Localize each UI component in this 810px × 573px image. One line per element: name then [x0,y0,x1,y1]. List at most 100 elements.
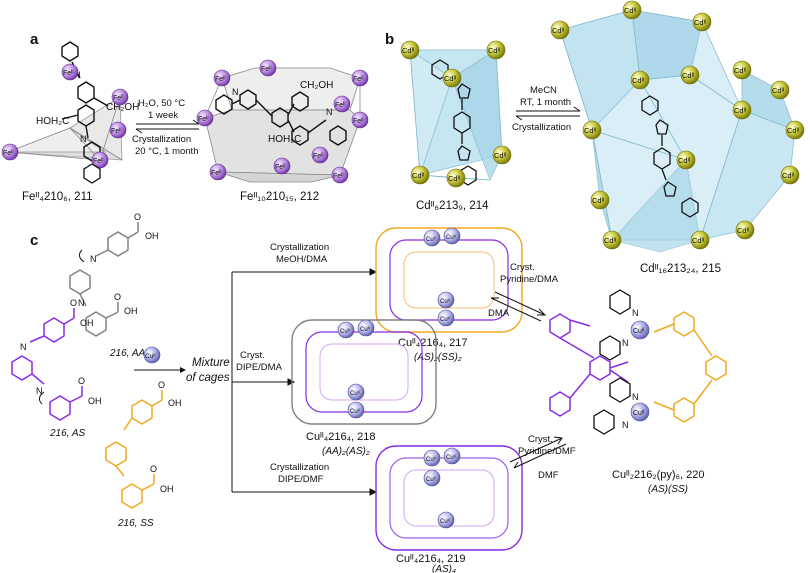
fe-atom [273,157,291,175]
n-atom-label: N [632,308,639,318]
cage-218-label: Cuᴵᴵ₄216₄, 218 [306,431,376,443]
cd-nodes: Cdᴵᴵ Cdᴵᴵ Cdᴵᴵ Cdᴵᴵ Cdᴵᴵ Cdᴵᴵ [400,40,512,188]
cd-atom [780,165,800,185]
condition-text: H₂O, 50 °C [138,98,185,109]
cd-atom [446,168,466,188]
oh-label: OH [160,484,174,494]
route-condition: Cryst. [240,350,265,361]
cage-face [217,171,341,183]
fe-atom [91,151,109,169]
hoh2c-label: HOH₂C [268,134,301,145]
cage-219-sub: (AS)₄ [432,564,456,573]
fe-atom [209,163,227,181]
cu-label: Cuᴵᴵ [350,390,360,397]
cage-217: Cuᴵᴵ Cuᴵᴵ Cuᴵᴵ Cuᴵᴵ [375,227,523,333]
cd-atom [622,0,642,20]
cd-atom [442,68,462,88]
ligand-as-label: 216, AS [49,428,86,439]
oh-label: OH [145,231,159,241]
mixture-text: Mixture [192,357,230,369]
cu-atom [347,401,365,419]
cd-atom [680,65,700,85]
cu-atom [357,319,375,337]
equilibrium-arrows-a: H₂O, 50 °C 1 week Crystallization 20 °C,… [132,98,200,157]
fe-label: Feᴵᴵ [313,153,324,160]
condition-text: 20 °C, 1 month [135,146,198,157]
fe10-cage: CH₂OH HOH₂C N N Feᴵᴵ Feᴵᴵ Feᴵᴵ Feᴵᴵ Feᴵᴵ… [196,59,369,184]
panel-a: a N N CH₂OH HOH₂C [1,31,369,203]
n-atom-label: N [36,386,43,396]
ligand-aa-label: 216, AA [109,348,146,359]
cu-label: Cuᴵᴵ [426,236,436,243]
cd-label: Cdᴵᴵ [682,71,694,80]
cd6-cage-label: Cdᴵᴵ₆213₉, 214 [416,200,489,212]
cd16-cage-label: Cdᴵᴵ₁₆213₂₄, 215 [640,263,721,275]
fe-atom [311,146,329,164]
ch2oh-label: CH₂OH [106,102,139,113]
fe-label: Feᴵᴵ [275,164,286,171]
o-label: O [78,376,85,386]
oh-label: OH [168,398,182,408]
route-condition: MeOH/DMA [276,254,328,265]
cd-label: Cdᴵᴵ [494,151,506,160]
oh-label: OH [80,318,94,328]
fe-atom [259,59,277,77]
ligand-213 [641,95,699,218]
fe4-cage-label: Feᴵᴵ₄210₆, 211 [22,191,93,203]
cu-atom [423,469,441,487]
condition-text: DMF [538,470,559,481]
cu-label: Cuᴵᴵ [340,328,350,335]
fe-label: Feᴵᴵ [211,170,222,177]
fe-atom [351,111,369,129]
cu-label: Cuᴵᴵ [633,410,644,417]
fe-atom [111,88,129,106]
panel-c-letter: c [30,232,38,249]
cu-label: Cuᴵᴵ [440,316,450,323]
cu-atom [437,309,455,327]
cd-label: Cdᴵᴵ [402,46,414,55]
branch-routes [231,268,378,496]
n-atom-label: N [622,338,629,348]
fe-label: Feᴵᴵ [333,173,344,180]
fe-label: Feᴵᴵ [215,76,226,83]
cd-nodes: Cdᴵᴵ Cdᴵᴵ Cdᴵᴵ Cdᴵᴵ Cdᴵᴵ Cdᴵᴵ Cdᴵᴵ Cdᴵᴵ … [550,0,805,250]
cu-label: Cuᴵᴵ [446,234,456,241]
panel-b: b Cdᴵᴵ Cdᴵᴵ Cdᴵᴵ [385,0,805,275]
oh-label: OH [124,306,138,316]
cu-atom [630,402,650,422]
cage-face [409,49,453,176]
cd-atom [410,165,430,185]
condition-text: DMA [488,308,510,319]
cd-atom [732,100,752,120]
fe-label: Feᴵᴵ [335,102,346,109]
fe-label: Feᴵᴵ [113,95,124,102]
cd-label: Cdᴵᴵ [552,26,564,35]
condition-text: Crystallization [132,134,191,145]
route-condition: DIPE/DMA [236,362,283,373]
cage-218-sub: (AA)₂(AS)₂ [322,446,370,457]
cd-label: Cdᴵᴵ [604,236,616,245]
cd-label: Cdᴵᴵ [448,174,460,183]
pyridine-ring [83,163,101,184]
condition-text: 1 week [148,110,178,121]
n-atom-label: N [326,107,333,117]
cu-atom [443,227,461,245]
cage-219-label: Cuᴵᴵ₄216₄, 219 [396,553,466,565]
fe-label: Feᴵᴵ [111,128,122,135]
fe-atom [213,69,231,87]
cu-atom [437,291,455,309]
fe10-cage-label: Feᴵᴵ₁₀210₁₅, 212 [240,191,319,203]
fe4-tetrahedron-cage: N N CH₂OH HOH₂C Feᴵᴵ Feᴵᴵ Feᴵᴵ Feᴵᴵ Feᴵᴵ [1,41,139,184]
cage-217-sub: (AS)₂(SS)₂ [414,352,462,363]
fe-label: Feᴵᴵ [63,70,74,77]
cu-label: Cuᴵᴵ [440,298,450,305]
n-atom-label: N [632,392,639,402]
cu-atom [347,383,365,401]
equilibrium-arrows-b: MeCN RT, 1 month Crystallization [512,85,581,133]
cd-label: Cdᴵᴵ [412,171,424,180]
cd-label: Cdᴵᴵ [734,106,746,115]
condition-text: Cryst. [510,262,535,273]
cd-atom [590,190,610,210]
cd-label: Cdᴵᴵ [624,6,636,15]
